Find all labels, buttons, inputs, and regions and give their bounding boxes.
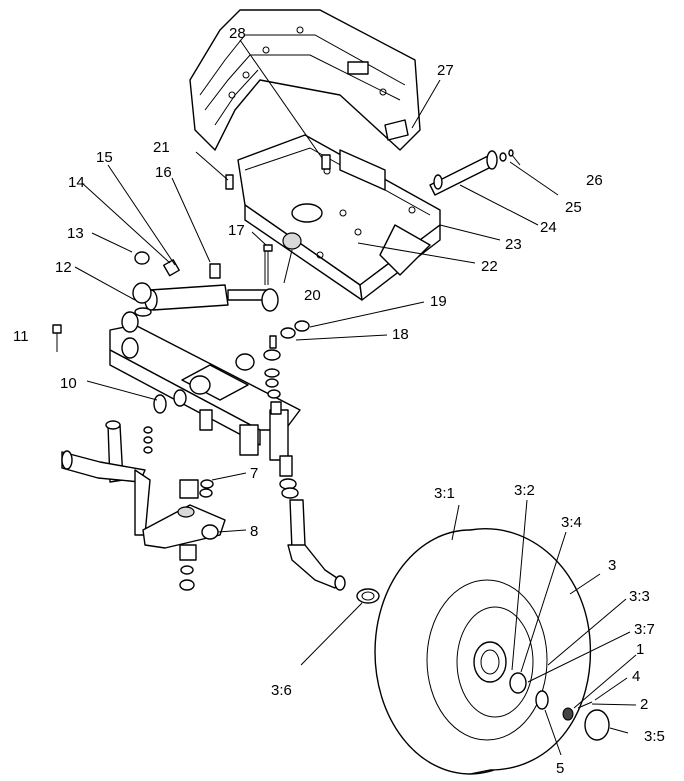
callout-22: 22 — [481, 258, 498, 275]
frame-rail — [189, 9, 421, 151]
nut-8 — [201, 524, 219, 540]
callout-3-1: 3:1 — [434, 485, 455, 502]
callout-3-3: 3:3 — [629, 588, 650, 605]
callout-15: 15 — [96, 149, 113, 166]
callout-16: 16 — [155, 164, 172, 181]
callout-23: 23 — [505, 236, 522, 253]
washer-5 — [535, 690, 549, 710]
callout-26: 26 — [586, 172, 603, 189]
callout-20: 20 — [304, 287, 321, 304]
bushing-20 — [282, 232, 302, 250]
callout-5: 5 — [556, 760, 564, 777]
callout-3-5: 3:5 — [644, 728, 665, 745]
wheel-tire — [374, 528, 592, 775]
bolt-21 — [225, 174, 234, 190]
left-spindle — [61, 420, 226, 549]
callout-13: 13 — [67, 225, 84, 242]
callout-19: 19 — [430, 293, 447, 310]
pivot-pin — [429, 149, 514, 196]
hub-cap-3-5 — [584, 709, 610, 741]
bolt-11 — [52, 324, 62, 352]
callout-24: 24 — [540, 219, 557, 236]
callout-1: 1 — [636, 641, 644, 658]
bearing-3-6 — [356, 588, 380, 604]
callout-17: 17 — [228, 222, 245, 239]
callout-12: 12 — [55, 259, 72, 276]
callout-3-4: 3:4 — [561, 514, 582, 531]
right-spindle-hardware — [263, 320, 310, 499]
washer-8c — [179, 579, 195, 591]
callout-8: 8 — [250, 523, 258, 540]
nut-28 — [321, 154, 331, 170]
steering-cylinder — [132, 251, 279, 317]
bushing-7 — [179, 479, 199, 499]
callout-3-7: 3:7 — [634, 621, 655, 638]
callout-labels: 28 27 21 15 14 16 26 25 24 13 17 23 22 1… — [13, 25, 665, 777]
callout-21: 21 — [153, 139, 170, 156]
axle-support-bracket — [237, 134, 441, 301]
callout-28: 28 — [229, 25, 246, 42]
cotter-pin-4 — [577, 701, 593, 709]
right-spindle — [287, 499, 346, 591]
callout-7: 7 — [250, 465, 258, 482]
washer-7 — [200, 479, 214, 489]
callout-18: 18 — [392, 326, 409, 343]
callout-4: 4 — [632, 668, 640, 685]
callout-25: 25 — [565, 199, 582, 216]
washer-8b — [180, 565, 194, 575]
callout-14: 14 — [68, 174, 85, 191]
callout-2: 2 — [640, 696, 648, 713]
callout-3-6: 3:6 — [271, 682, 292, 699]
callout-11: 11 — [13, 328, 29, 345]
callout-3-2: 3:2 — [514, 482, 535, 499]
callout-10: 10 — [60, 375, 77, 392]
washer-10 — [153, 394, 167, 414]
bushing-10b — [173, 389, 187, 407]
bearing-3-7 — [509, 672, 527, 694]
nut-1 — [562, 707, 574, 721]
bolt-17 — [263, 244, 273, 285]
callout-3: 3 — [608, 557, 616, 574]
washer-7b — [199, 488, 213, 498]
bushing-8b — [179, 544, 197, 561]
leader-lines — [74, 39, 637, 756]
callout-27: 27 — [437, 62, 454, 79]
